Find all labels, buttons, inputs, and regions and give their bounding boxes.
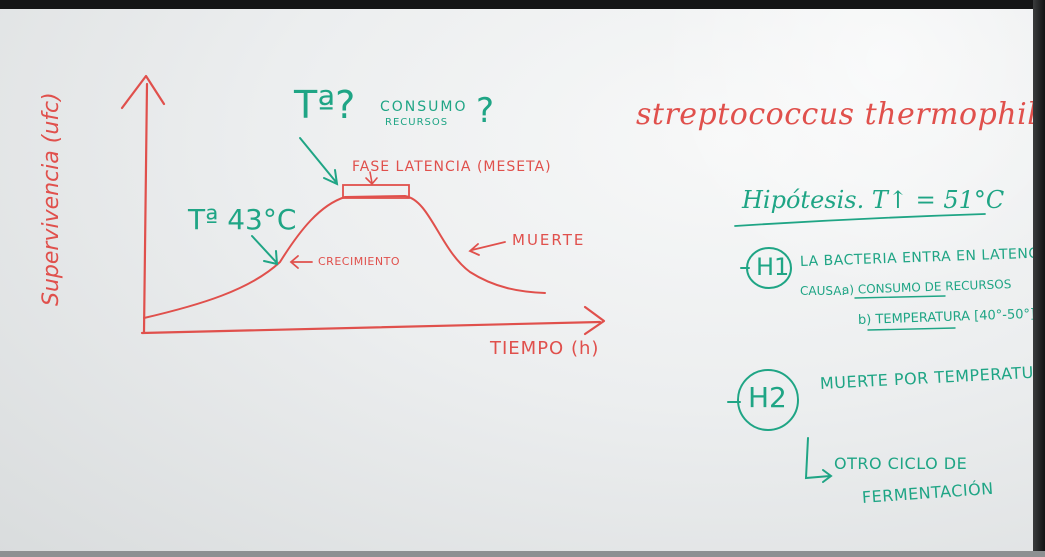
consumo-line2: RECURSOS [385,117,449,128]
causa-a-underline [854,295,946,299]
x-axis-label: TIEMPO (h) [490,338,600,359]
consumo-question-mark: ? [476,91,495,131]
crecimiento-arrow [289,255,313,269]
x-axis-arrowhead [583,305,606,336]
growth-curve [143,194,546,319]
board-frame-top [0,0,1045,9]
muerte-label: MUERTE [512,231,586,249]
temp-43-arrow [251,235,279,266]
y-axis-arrowhead [120,74,166,110]
latency-box [342,184,410,199]
y-axis-label: Supervivencia (ufc) [39,92,64,306]
causa-b-underline [867,327,956,331]
causa-label: CAUSA: [800,284,846,298]
board-frame-bottom [0,551,1045,557]
fase-latencia-label: FASE LATENCIA (MESETA) [352,159,552,175]
temp-question: Tª? [294,83,356,127]
y-axis-line [142,82,149,334]
organism-name: streptococcus thermophilus [636,97,1045,132]
otro-ciclo-line1: OTRO CICLO DE [834,454,968,473]
h2-label: H2 [748,381,787,414]
hipotesis-underline [734,213,986,227]
crecimiento-label: CRECIMIENTO [318,255,400,268]
h2-circle [737,369,799,431]
consumo-line1: CONSUMO [380,99,468,115]
hipotesis-label: Hipótesis. T↑ = 51°C [742,186,1005,214]
temp-43-label: Tª 43°C [188,203,297,236]
otro-ciclo-arrow [804,437,833,483]
muerte-arrow [468,241,506,256]
h1-label: H1 [756,253,790,281]
light-glare [650,0,1045,300]
x-axis-line [140,320,602,335]
temp-question-arrow [299,137,339,186]
board-frame-right [1033,0,1045,557]
latency-pointer-arrow [365,171,378,186]
